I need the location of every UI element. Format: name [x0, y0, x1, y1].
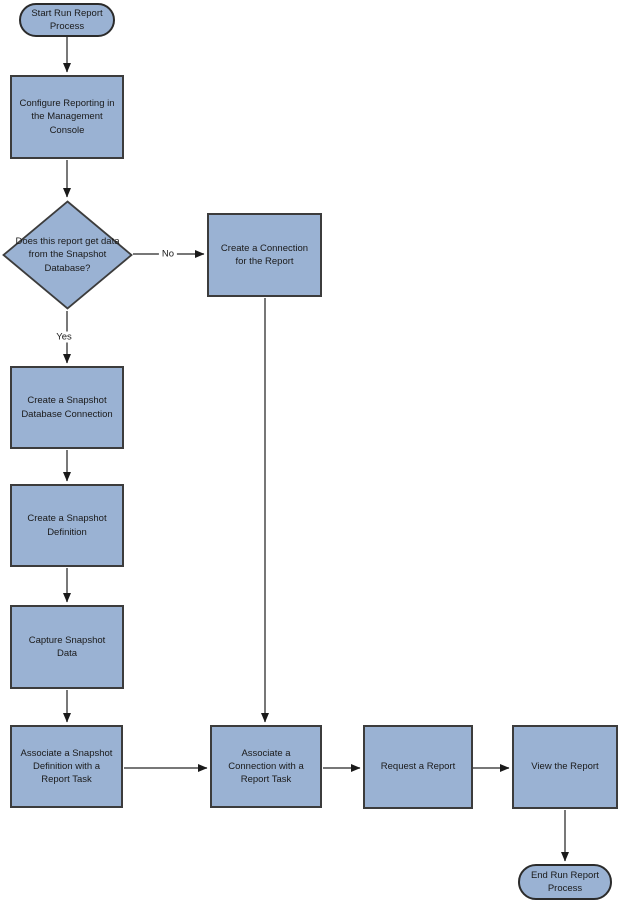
node-request-report: Request a Report [363, 725, 473, 809]
node-start-terminator: Start Run Report Process [19, 3, 115, 37]
node-end-terminator: End Run Report Process [518, 864, 612, 900]
node-configure-reporting: Configure Reporting in the Management Co… [10, 75, 124, 159]
node-end-label: End Run Report Process [530, 869, 600, 894]
node-start-label: Start Run Report Process [31, 7, 103, 32]
node-create-connection: Create a Connection for the Report [207, 213, 322, 297]
diamond-shape [2, 200, 133, 310]
edge-label-yes: Yes [53, 331, 75, 343]
node-view-report-label: View the Report [531, 761, 599, 773]
node-create-snapshot-def-label: Create a Snapshot Definition [27, 513, 107, 538]
node-create-snapshot-db-connection: Create a Snapshot Database Connection [10, 366, 124, 449]
node-view-report: View the Report [512, 725, 618, 809]
node-decision-label: Does this report get data from the Snaps… [15, 236, 120, 274]
node-request-report-label: Request a Report [380, 761, 456, 773]
node-assoc-connection-label: Associate a Connection with a Report Tas… [228, 747, 304, 786]
node-capture-snapshot-data: Capture Snapshot Data [10, 605, 124, 689]
node-capture-snapshot-label: Capture Snapshot Data [28, 634, 106, 659]
node-decision-snapshot-database: Does this report get data from the Snaps… [2, 200, 133, 310]
node-associate-snapshot-definition: Associate a Snapshot Definition with a R… [10, 725, 123, 808]
node-create-connection-label: Create a Connection for the Report [220, 242, 309, 267]
node-create-snapshot-definition: Create a Snapshot Definition [10, 484, 124, 567]
node-associate-connection: Associate a Connection with a Report Tas… [210, 725, 322, 808]
edge-label-no: No [158, 248, 178, 260]
node-assoc-snapshot-label: Associate a Snapshot Definition with a R… [20, 747, 113, 786]
node-create-snapshot-db-label: Create a Snapshot Database Connection [21, 395, 113, 420]
node-configure-label: Configure Reporting in the Management Co… [19, 98, 115, 136]
